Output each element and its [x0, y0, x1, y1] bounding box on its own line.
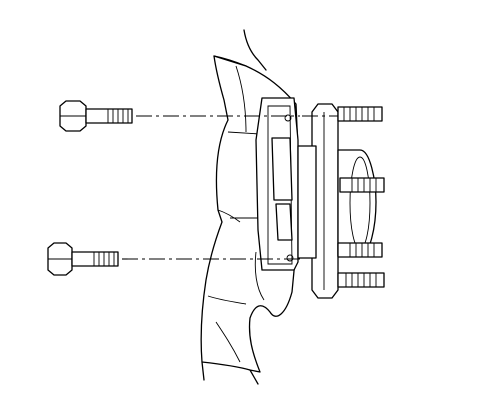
- wheel-studs: [337, 106, 385, 288]
- knuckle-icon: [200, 29, 299, 385]
- hub-bearing-icon: [297, 103, 385, 299]
- bolt-icon: [59, 100, 133, 132]
- alignment-lines: [122, 115, 338, 260]
- bolt-icon: [47, 242, 119, 276]
